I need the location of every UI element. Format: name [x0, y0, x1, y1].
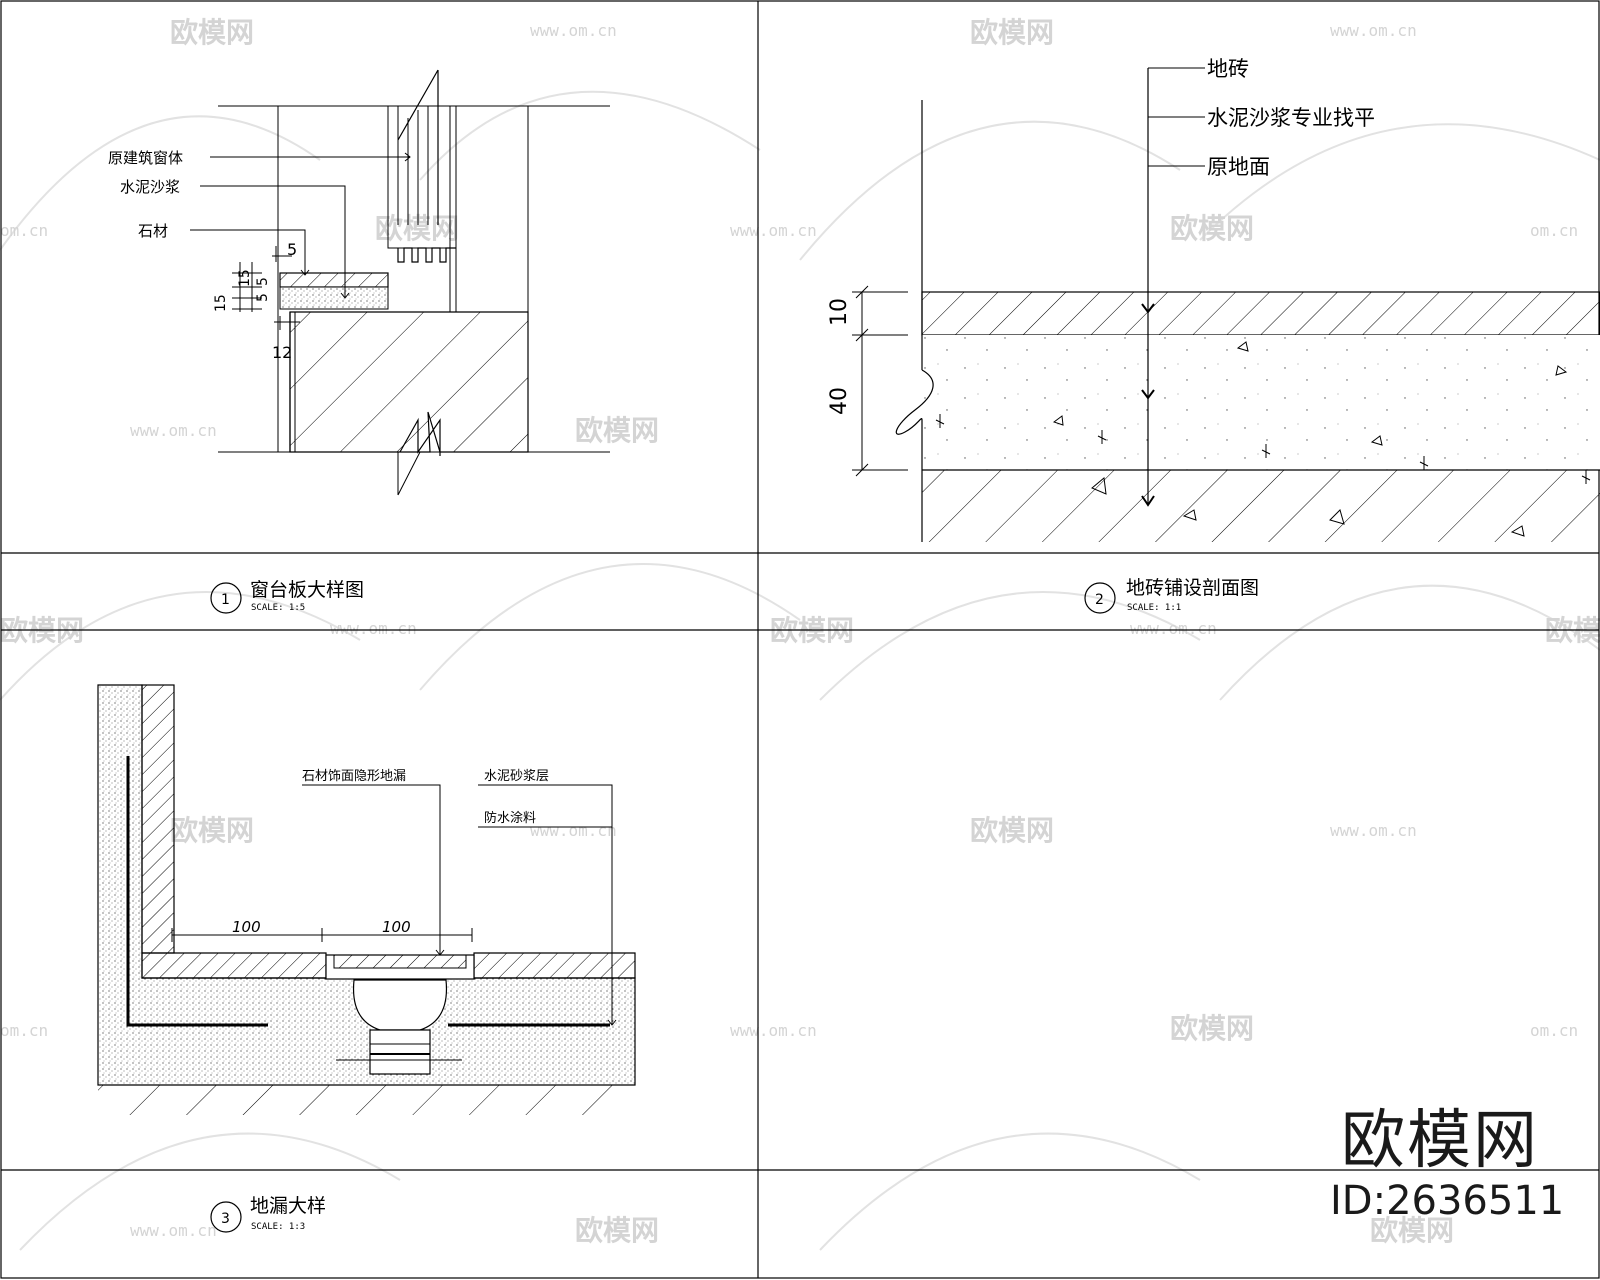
detail-number-circle: [210, 582, 242, 614]
detail-scale: SCALE: 1:3: [251, 1222, 305, 1232]
label-window-body: 原建筑窗体: [108, 149, 183, 167]
watermark-brand: 欧模网: [970, 814, 1054, 847]
detail-title: 窗台板大样图: [250, 579, 364, 601]
watermark-url: www.om.cn: [330, 619, 417, 638]
floor-finish: [141, 952, 327, 979]
screed-layer: [922, 335, 1600, 470]
dim-12: 12: [272, 343, 292, 362]
detail-number: 3: [221, 1211, 230, 1227]
drain-body: [352, 979, 448, 1031]
detail-number-circle: [1084, 582, 1116, 614]
detail-number: 1: [221, 592, 230, 608]
detail-title: 地漏大样: [250, 1195, 326, 1217]
original-ground: [922, 470, 1600, 542]
label-cement-mortar: 水泥沙浆: [120, 178, 180, 196]
brand-name: 欧模网: [1341, 1104, 1539, 1178]
watermark-brand: 欧模网: [1170, 1012, 1254, 1045]
watermark-url: om.cn: [0, 1021, 48, 1040]
dim-15-a: 15: [237, 269, 253, 287]
floor-finish-right: [473, 952, 636, 979]
subgrade: [98, 1085, 635, 1115]
label-mortar-layer: 水泥砂浆层: [484, 769, 549, 784]
watermark-brand: 欧模网: [575, 1214, 659, 1247]
dim-15-b: 15: [213, 294, 229, 312]
watermark-arcs: [0, 90, 1600, 1251]
label-leveling-mortar: 水泥沙浆专业找平: [1207, 106, 1375, 130]
drain-pipe: [369, 1029, 431, 1075]
watermark-url: www.om.cn: [530, 21, 617, 40]
watermark-url: om.cn: [1530, 1021, 1578, 1040]
wall-finish: [141, 684, 175, 954]
watermark-url: www.om.cn: [130, 421, 217, 440]
watermark-url: om.cn: [0, 221, 48, 240]
watermark-url: om.cn: [1530, 221, 1578, 240]
dim-40: 40: [827, 387, 852, 415]
wall-section: [289, 311, 529, 453]
dim-5-a: 5: [255, 277, 271, 286]
mortar-layer: [279, 286, 389, 310]
dim-5-top: 5: [287, 240, 297, 259]
watermark-brand: 欧模网: [575, 414, 659, 447]
panel-floor-tile-section: 10 40 地砖 水泥沙浆专业找平 原地面 2 地砖铺设剖面图 SCALE: 1…: [827, 57, 1600, 614]
detail-number-circle: [210, 1201, 242, 1233]
watermark-brand: 欧模网: [1370, 1214, 1454, 1247]
watermark-url: www.om.cn: [1330, 21, 1417, 40]
detail-number: 2: [1095, 592, 1104, 608]
stone-slab: [279, 272, 389, 288]
dim-10: 10: [827, 298, 852, 326]
model-id: ID:2636511: [1330, 1178, 1565, 1224]
dim-100-b: 100: [382, 918, 411, 936]
dim-5-b: 5: [255, 293, 271, 302]
panel-floor-drain-detail: 100 100 石材饰面隐形地漏 水泥砂浆层 防水涂料 3 地漏大样 SCALE…: [97, 684, 636, 1233]
watermark-url: www.om.cn: [530, 821, 617, 840]
label-hidden-drain: 石材饰面隐形地漏: [302, 768, 406, 784]
dim-100-a: 100: [232, 918, 261, 936]
tile-layer: [921, 291, 1600, 336]
watermark-url: www.om.cn: [1330, 821, 1417, 840]
waterproof-line: [126, 756, 268, 1027]
watermark-brand: 欧模网: [1170, 212, 1254, 245]
label-stone: 石材: [138, 222, 168, 240]
watermark-brand: 欧模网: [170, 16, 254, 49]
detail-scale: SCALE: 1:5: [251, 603, 305, 613]
watermark-brand: 欧模网: [375, 212, 459, 245]
watermark-brand: 欧模网: [170, 814, 254, 847]
panel-window-sill-detail: 原建筑窗体 水泥沙浆 石材 5 5 5 15 15 12 1 窗台板大样图 SC…: [108, 69, 610, 614]
label-original-ground: 原地面: [1207, 155, 1270, 179]
label-floor-tile: 地砖: [1207, 57, 1249, 81]
watermark-brand: 欧模网: [970, 16, 1054, 49]
watermark-url: www.om.cn: [130, 1221, 217, 1240]
detail-title: 地砖铺设剖面图: [1126, 577, 1259, 599]
watermark-url: www.om.cn: [730, 221, 817, 240]
brand-block: 欧模网 ID:2636511: [1330, 1104, 1565, 1225]
label-waterproof-coating: 防水涂料: [484, 810, 536, 826]
watermark-url: www.om.cn: [730, 1021, 817, 1040]
detail-scale: SCALE: 1:1: [1127, 603, 1181, 613]
watermark-url: www.om.cn: [1130, 619, 1217, 638]
